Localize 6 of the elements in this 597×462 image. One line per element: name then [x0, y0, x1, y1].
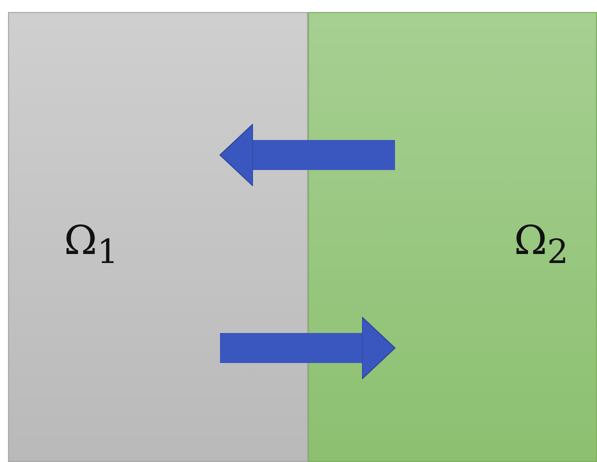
block-arrow	[220, 316, 396, 380]
region-panel	[308, 12, 597, 462]
block-arrow	[220, 124, 395, 186]
region-panel	[8, 12, 308, 462]
region-label: Ω$_{1}$	[64, 218, 118, 271]
region-label: Ω$_{2}$	[514, 218, 568, 271]
